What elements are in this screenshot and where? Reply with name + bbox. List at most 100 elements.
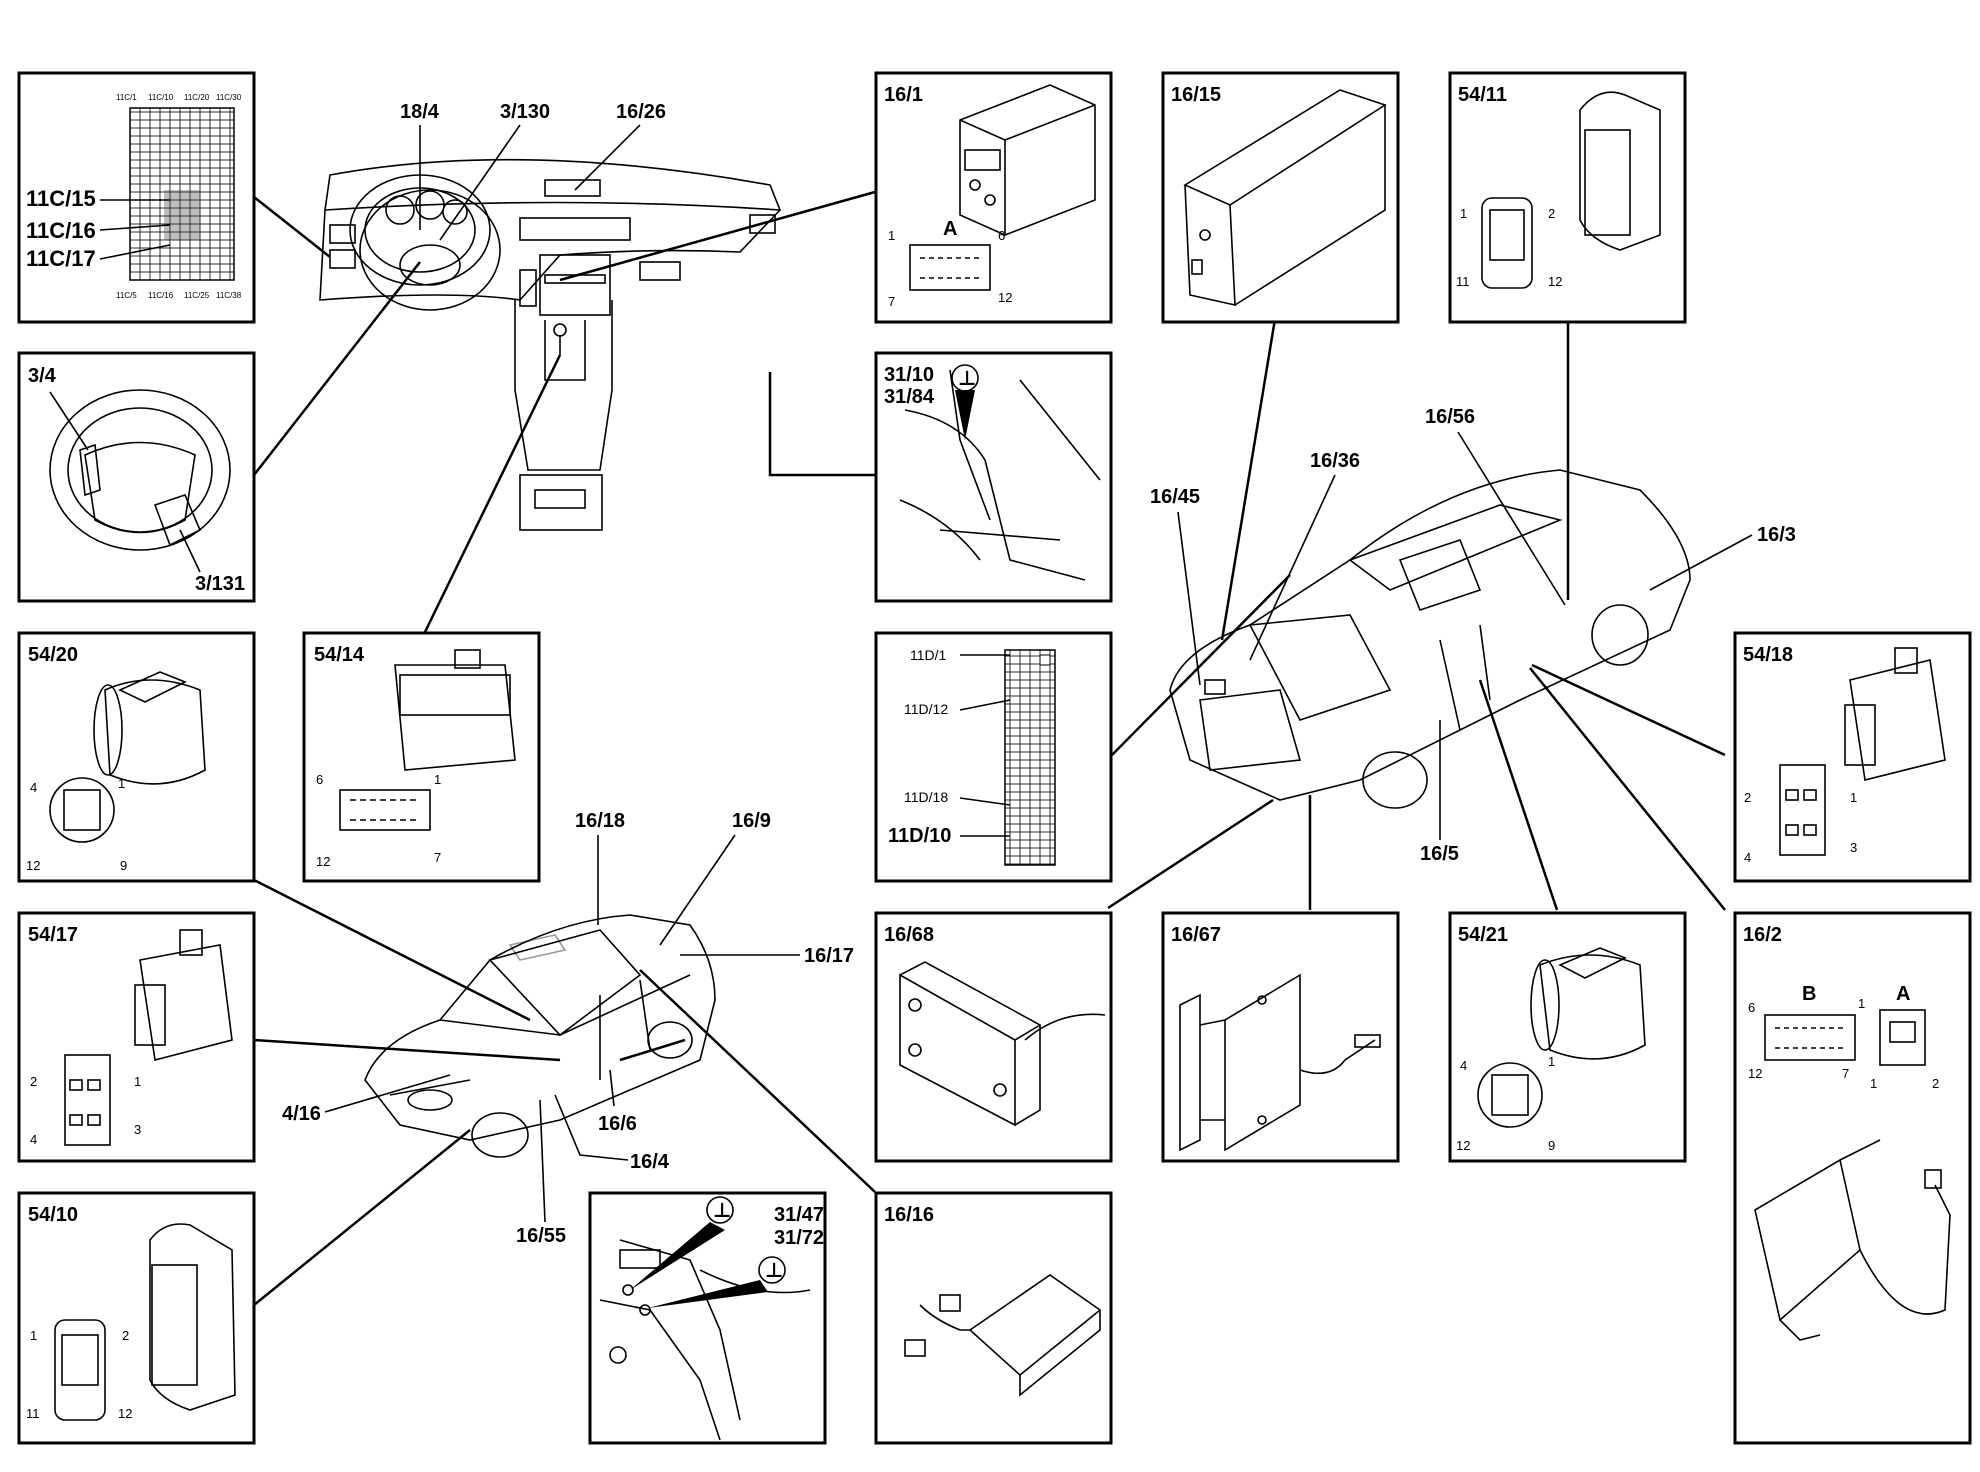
label-16-2: 16/2 [1743,924,1782,946]
label-11c5: 11C/5 [116,291,137,300]
label-16-1: 16/1 [884,84,923,106]
pin-3: 3 [134,1122,141,1137]
ground-symbol: ⊥ [958,368,976,390]
module-16-2-panel: B A 6 1 12 7 1 2 16/2 [1733,911,1972,1445]
dashboard-illustration: 18/4 3/130 16/26 [319,101,782,531]
pin-1: 1 [434,772,441,787]
label-11d10: 11D/10 [888,825,951,847]
label-16-56: 16/56 [1425,406,1475,428]
label-16-67: 16/67 [1171,924,1221,946]
label-3-131: 3/131 [195,573,245,595]
pin-7: 7 [1842,1066,1849,1081]
connector-54-21-panel: 4 1 12 9 54/21 [1448,911,1687,1163]
pin-11: 11 [26,1406,40,1421]
label-54-17: 54/17 [28,924,78,946]
leader-lines [253,190,1726,1306]
label-11d1: 11D/1 [910,647,947,663]
pin-12: 12 [1456,1138,1470,1153]
pin-3: 3 [1850,840,1857,855]
label-16-18: 16/18 [575,810,625,832]
label-31-72: 31/72 [774,1227,824,1249]
pin-4: 4 [30,780,37,795]
label-b: B [1802,983,1816,1005]
ground-symbol-1: ⊥ [713,1200,731,1222]
connector-54-20-panel: 4 1 12 9 54/20 [17,631,256,883]
label-11c25: 11C/25 [184,291,210,300]
connector-54-14-panel: 6 1 12 7 54/14 [302,631,541,883]
radio-16-1-panel: 1 6 7 12 A 16/1 [874,71,1113,324]
label-31-84: 31/84 [884,386,935,408]
car-front-illustration: 16/18 16/9 16/17 4/16 16/6 16/4 16/55 [282,810,854,1247]
label-16-4: 16/4 [630,1151,670,1173]
pin-1: 1 [1850,790,1857,805]
pin-11: 11 [1456,274,1470,289]
label-16-45: 16/45 [1150,486,1200,508]
pin-7: 7 [888,294,895,309]
pin-1: 1 [888,228,895,243]
label-16-5: 16/5 [1420,843,1459,865]
label-3-4: 3/4 [28,365,57,387]
module-16-67-panel: 16/67 [1161,911,1400,1163]
label-16-3: 16/3 [1757,524,1796,546]
label-54-21: 54/21 [1458,924,1508,946]
pin-4: 4 [1744,850,1751,865]
label-54-18: 54/18 [1743,644,1793,666]
label-16-68: 16/68 [884,924,934,946]
module-16-15-panel: 16/15 [1161,71,1400,324]
pin-4: 4 [30,1132,37,1147]
pin-12: 12 [1748,1066,1762,1081]
label-16-36: 16/36 [1310,450,1360,472]
pin-7: 7 [434,850,441,865]
label-11c20: 11C/20 [184,93,210,102]
label-16-6: 16/6 [598,1113,637,1135]
ground-31-47-panel: ⊥ ⊥ 31/47 31/72 [588,1191,827,1445]
label-54-10: 54/10 [28,1204,78,1226]
label-16-15: 16/15 [1171,84,1221,106]
label-a: A [943,218,957,240]
connector-54-18-panel: 2 1 4 3 54/18 [1733,631,1972,883]
pin-1: 1 [1548,1054,1555,1069]
pin-a2: 2 [1932,1076,1939,1091]
label-11c15: 11C/15 [26,186,96,211]
pin-12: 12 [316,854,330,869]
label-4-16: 4/16 [282,1103,321,1125]
pin-9: 9 [120,858,127,873]
pin-1: 1 [134,1074,141,1089]
label-54-11: 54/11 [1458,84,1507,106]
label-11c17: 11C/17 [26,246,96,271]
pin-12: 12 [1548,274,1562,289]
connector-54-17-panel: 2 1 4 3 54/17 [17,911,256,1163]
pin-2: 2 [1548,206,1555,221]
label-a: A [1896,983,1910,1005]
pin-2: 2 [1744,790,1751,805]
label-16-26: 16/26 [616,101,666,123]
module-16-68-panel: 16/68 [874,911,1113,1163]
pin-6: 6 [1748,1000,1755,1015]
label-31-10: 31/10 [884,364,934,386]
fuse-box-11c-panel: 11C/1 11C/10 11C/20 11C/30 11C/5 11C/16 … [17,71,256,324]
label-11c10: 11C/10 [148,93,174,102]
ground-symbol-2: ⊥ [765,1260,783,1282]
label-18-4: 18/4 [400,101,440,123]
connector-54-11-panel: 1 2 11 12 54/11 [1448,71,1687,324]
label-31-47: 31/47 [774,1204,824,1226]
label-16-16: 16/16 [884,1204,934,1226]
label-16-17: 16/17 [804,945,854,967]
label-11c16-bottom: 11C/16 [148,291,174,300]
label-54-20: 54/20 [28,644,78,666]
label-54-14: 54/14 [314,644,365,666]
pin-1: 1 [1858,996,1865,1011]
pin-12: 12 [26,858,40,873]
pin-1: 1 [118,776,125,791]
pin-9: 9 [1548,1138,1555,1153]
label-3-130: 3/130 [500,101,550,123]
fuse-box-11d-panel: 11D/1 11D/12 11D/18 11D/10 [874,631,1113,883]
label-11c16: 11C/16 [26,218,96,243]
fuse-grid-11c [129,107,235,281]
label-16-55: 16/55 [516,1225,566,1247]
ground-31-10-panel: ⊥ 31/10 31/84 [874,351,1113,603]
pin-1: 1 [30,1328,37,1343]
label-16-9: 16/9 [732,810,771,832]
label-11d12: 11D/12 [904,701,948,717]
